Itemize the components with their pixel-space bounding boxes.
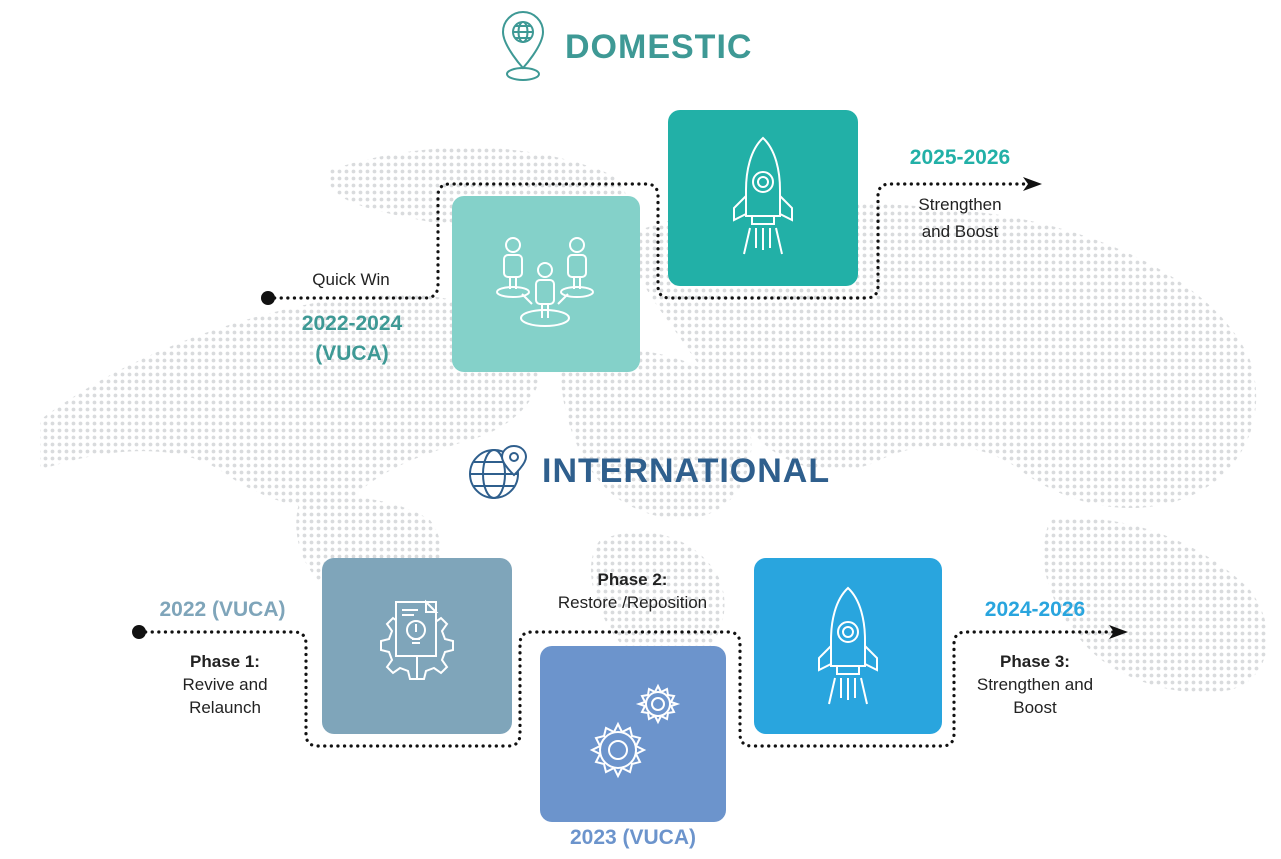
domestic-phase2-label-line2: and Boost — [921, 222, 999, 241]
intl-phase1-line1: Revive and — [182, 675, 268, 694]
intl-phase2-years: 2023 (VUCA) — [569, 826, 697, 849]
international-start-dot — [132, 625, 146, 639]
intl-phase1-label: Phase 1: Revive and Relaunch — [150, 650, 300, 719]
intl-phase3-years: 2024-2026 — [984, 598, 1086, 621]
globe-pin-icon — [501, 11, 545, 81]
gears-icon — [589, 683, 681, 779]
intl-phase2-label: Phase 2: Restore /Reposition — [530, 568, 735, 614]
rocket-icon — [733, 136, 793, 255]
international-phase3-box — [754, 558, 942, 734]
international-header: INTERNATIONAL — [466, 442, 846, 506]
international-phase1-box — [322, 558, 512, 734]
intl-phase1-line2: Relaunch — [189, 698, 261, 717]
people-network-icon — [496, 237, 594, 327]
domestic-start-label: Quick Win — [312, 270, 390, 289]
domestic-path — [266, 182, 1030, 300]
domestic-phase2-years: 2025-2026 — [909, 146, 1011, 169]
domestic-phase1-years-line1: 2022-2024 — [301, 312, 403, 335]
domestic-phase2-label-line1: Strengthen — [918, 195, 1002, 214]
international-phase2-box — [540, 646, 726, 822]
domestic-phase2-box — [668, 110, 858, 286]
intl-phase3-line2: Boost — [1013, 698, 1057, 717]
globe-location-icon — [469, 444, 528, 499]
intl-phase1-years: 2022 (VUCA) — [159, 598, 286, 621]
intl-phase3-line1: Strengthen and — [976, 675, 1094, 694]
intl-phase2-title: Phase 2: — [597, 570, 668, 589]
domestic-header: DOMESTIC — [495, 4, 795, 84]
domestic-phase1-years-line2: (VUCA) — [315, 342, 389, 365]
rocket-icon — [818, 586, 878, 705]
intl-phase3-title: Phase 3: — [1000, 652, 1070, 671]
intl-phase3-label: Phase 3: Strengthen and Boost — [960, 650, 1110, 719]
document-gear-icon — [380, 599, 454, 680]
domestic-start-dot — [261, 291, 275, 305]
international-heading: INTERNATIONAL — [542, 452, 831, 490]
domestic-phase1-box — [452, 196, 640, 372]
international-arrowhead — [1109, 625, 1128, 639]
domestic-arrowhead — [1023, 177, 1042, 191]
international-path — [137, 630, 1116, 748]
domestic-heading: DOMESTIC — [565, 28, 753, 66]
intl-phase1-title: Phase 1: — [190, 652, 260, 671]
intl-phase2-line1: Restore /Reposition — [557, 593, 708, 612]
